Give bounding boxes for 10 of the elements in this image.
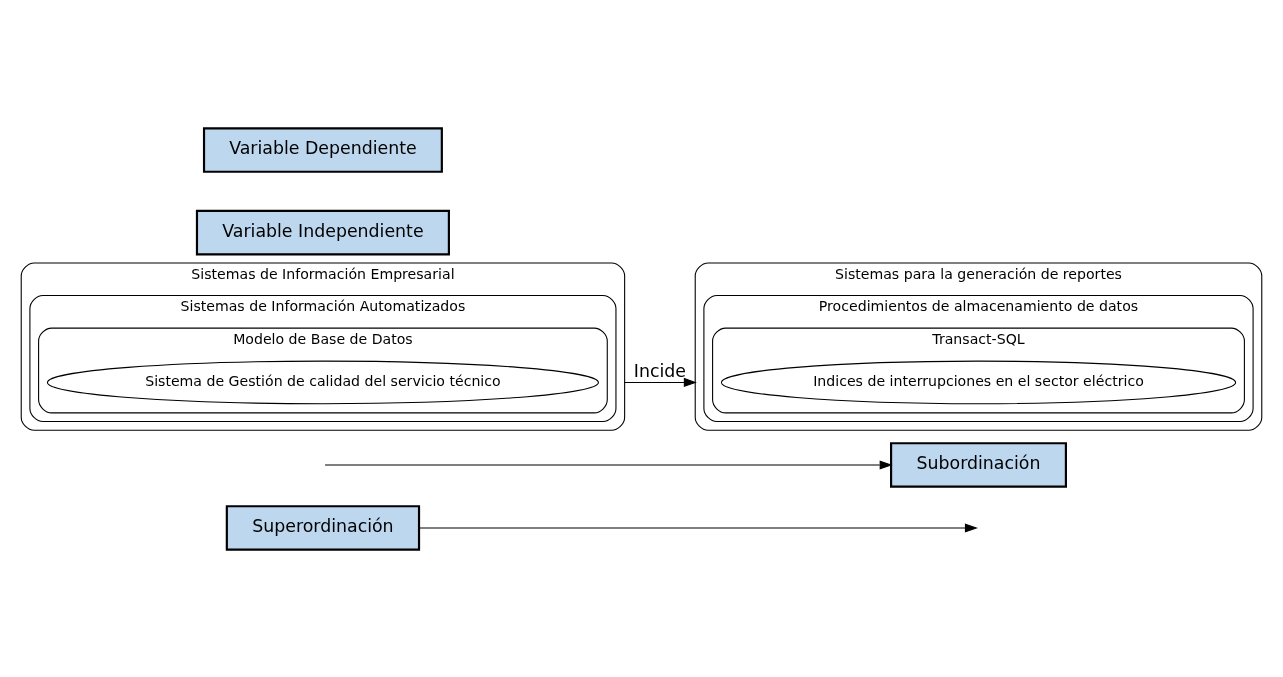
node-box: Variable Dependiente <box>202 126 443 173</box>
node-box: Variable Independiente <box>195 209 450 255</box>
node-box: Subordinación <box>890 441 1067 488</box>
arrow <box>418 522 978 532</box>
arrow <box>624 377 697 387</box>
arrow <box>324 459 893 470</box>
node-ellipse: Sistema de Gestión de calidad del servicio técnico <box>46 360 599 404</box>
node-ellipse: Indices de interrupciones en el sector eléctrico <box>720 360 1237 404</box>
node-box: Superordinación <box>225 504 421 551</box>
edge-label: Incide <box>633 360 687 381</box>
